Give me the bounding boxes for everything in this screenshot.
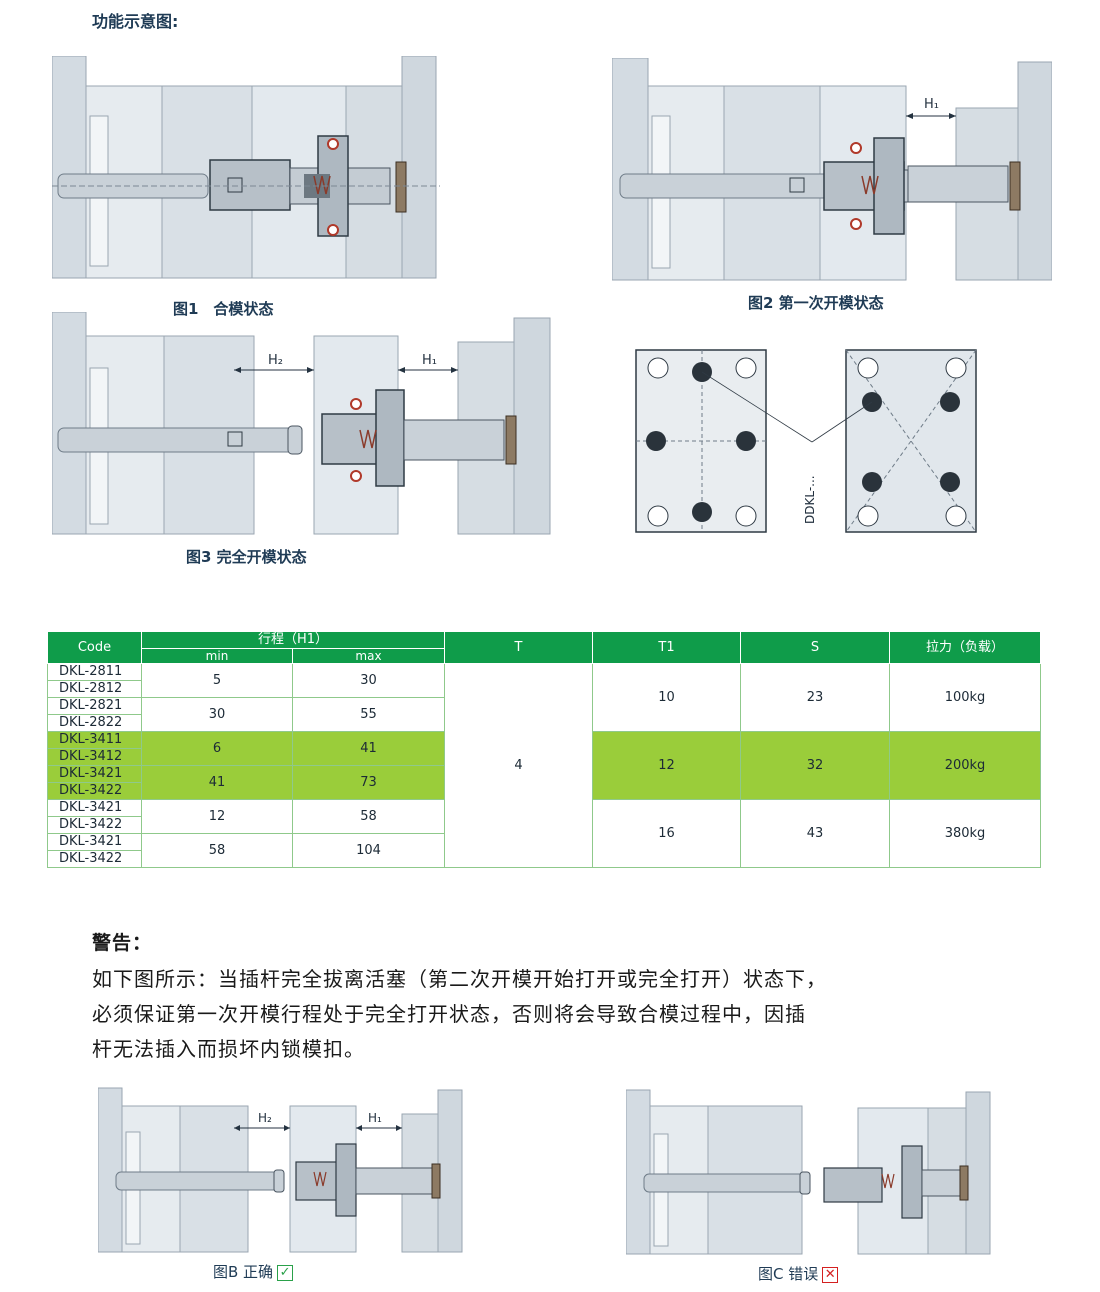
max-cell: 58 <box>291 799 446 834</box>
min-cell: 5 <box>141 663 293 698</box>
header-stroke: 行程（H1） <box>140 631 446 649</box>
max-cell: 30 <box>291 663 446 698</box>
t-cell: 4 <box>444 663 594 868</box>
min-cell: 58 <box>141 833 293 868</box>
figure-c-caption: 图C 错误✕ <box>758 1263 839 1284</box>
code-cell: DKL-3421 <box>47 833 142 851</box>
figure-b-caption: 图B 正确✓ <box>213 1261 294 1282</box>
t1-cell: 12 <box>592 731 742 800</box>
code-cell: DKL-3422 <box>47 850 142 868</box>
check-icon: ✓ <box>277 1264 294 1281</box>
h2-dimension-label: H₂ <box>258 1111 272 1125</box>
code-cell: DKL-2821 <box>47 697 142 715</box>
max-cell: 73 <box>291 765 446 800</box>
header-max: max <box>291 648 446 664</box>
figure-1-caption: 图1 合模状态 <box>173 300 274 318</box>
cross-icon: ✕ <box>822 1266 839 1283</box>
max-cell: 55 <box>291 697 446 732</box>
code-cell: DKL-3422 <box>47 816 142 834</box>
h2-dimension-label: H₂ <box>268 353 283 368</box>
figure-2-caption: 图2 第一次开模状态 <box>748 294 884 312</box>
table-row: DKL-2821 30 55 <box>47 697 1041 732</box>
h1-dimension-label: H₁ <box>368 1111 382 1125</box>
warning-line: 杆无法插入而损坏内锁模扣。 <box>92 1037 365 1061</box>
code-cell: DKL-3421 <box>47 799 142 817</box>
spec-table: Code 行程（H1） T T1 S 拉力（负载） min max DKL-28… <box>47 631 1042 868</box>
t1-cell: 10 <box>592 663 742 732</box>
figure-3-caption: 图3 完全开模状态 <box>186 548 307 566</box>
table-row: DKL-3411 6 41 12 32 200kg <box>47 731 1042 800</box>
code-cell: DKL-2812 <box>47 680 142 698</box>
table-row: DKL-3421 41 73 <box>47 765 1041 800</box>
header-code: Code <box>47 631 142 664</box>
figure-c-wrong-diagram <box>626 1089 991 1255</box>
table-row: DKL-2811 5 30 4 10 23 100kg <box>47 663 1042 868</box>
table-row: DKL-3422 <box>47 816 1041 834</box>
header-s: S <box>740 631 891 664</box>
max-cell: 104 <box>291 833 446 868</box>
table-row: DKL-3422 <box>47 850 1041 868</box>
force-cell: 100kg <box>889 663 1042 732</box>
code-cell: DKL-2822 <box>47 714 142 732</box>
min-cell: 41 <box>141 765 293 800</box>
code-cell: DKL-2811 <box>47 663 142 681</box>
h1-dimension-label: H₁ <box>422 353 437 368</box>
max-cell: 41 <box>291 731 446 766</box>
min-cell: 12 <box>141 799 293 834</box>
force-cell: 380kg <box>889 799 1042 868</box>
figure-2-first-open-diagram: H₁ <box>612 58 1052 281</box>
figure-b-caption-text: 图B 正确 <box>213 1263 274 1281</box>
warning-line: 必须保证第一次开模行程处于完全打开状态，否则将会导致合模过程中，因插 <box>92 1002 806 1026</box>
code-cell: DKL-3412 <box>47 748 142 766</box>
code-cell: DKL-3421 <box>47 765 142 783</box>
warning-title: 警告： <box>92 932 153 954</box>
warning-text: 如下图所示：当插杆完全拔离活塞（第二次开模开始打开或完全打开）状态下， 必须保证… <box>92 962 982 1067</box>
header-min: min <box>141 648 293 664</box>
t1-cell: 16 <box>592 799 742 868</box>
figure-c-caption-text: 图C 错误 <box>758 1265 819 1283</box>
plate-layout-diagram: DDKL-... <box>635 349 977 533</box>
min-cell: 30 <box>141 697 293 732</box>
table-row: DKL-3421 58 104 <box>47 833 1041 868</box>
figure-b-correct-diagram: H₂ H₁ <box>98 1087 463 1253</box>
table-row: DKL-3421 12 58 16 43 380kg <box>47 799 1042 868</box>
s-cell: 23 <box>740 663 891 732</box>
min-cell: 6 <box>141 731 293 766</box>
s-cell: 43 <box>740 799 891 868</box>
figure-3-full-open-diagram: H₂ H₁ <box>52 312 551 535</box>
h1-dimension-label: H₁ <box>924 97 939 112</box>
figure-1-closed-diagram <box>52 56 440 279</box>
warning-line: 如下图所示：当插杆完全拔离活塞（第二次开模开始打开或完全打开）状态下， <box>92 967 827 991</box>
table-row: DKL-2812 <box>47 680 1041 698</box>
header-t1: T1 <box>592 631 742 664</box>
table-row: DKL-3422 <box>47 782 1041 800</box>
header-t: T <box>444 631 594 664</box>
code-cell: DKL-3422 <box>47 782 142 800</box>
s-cell: 32 <box>740 731 891 800</box>
code-cell: DKL-3411 <box>47 731 142 749</box>
section-heading: 功能示意图: <box>92 12 179 31</box>
header-force: 拉力（负载） <box>889 631 1042 664</box>
force-cell: 200kg <box>889 731 1042 800</box>
table-row: DKL-2822 <box>47 714 1041 732</box>
plate-layout-label: DDKL-... <box>803 475 817 524</box>
